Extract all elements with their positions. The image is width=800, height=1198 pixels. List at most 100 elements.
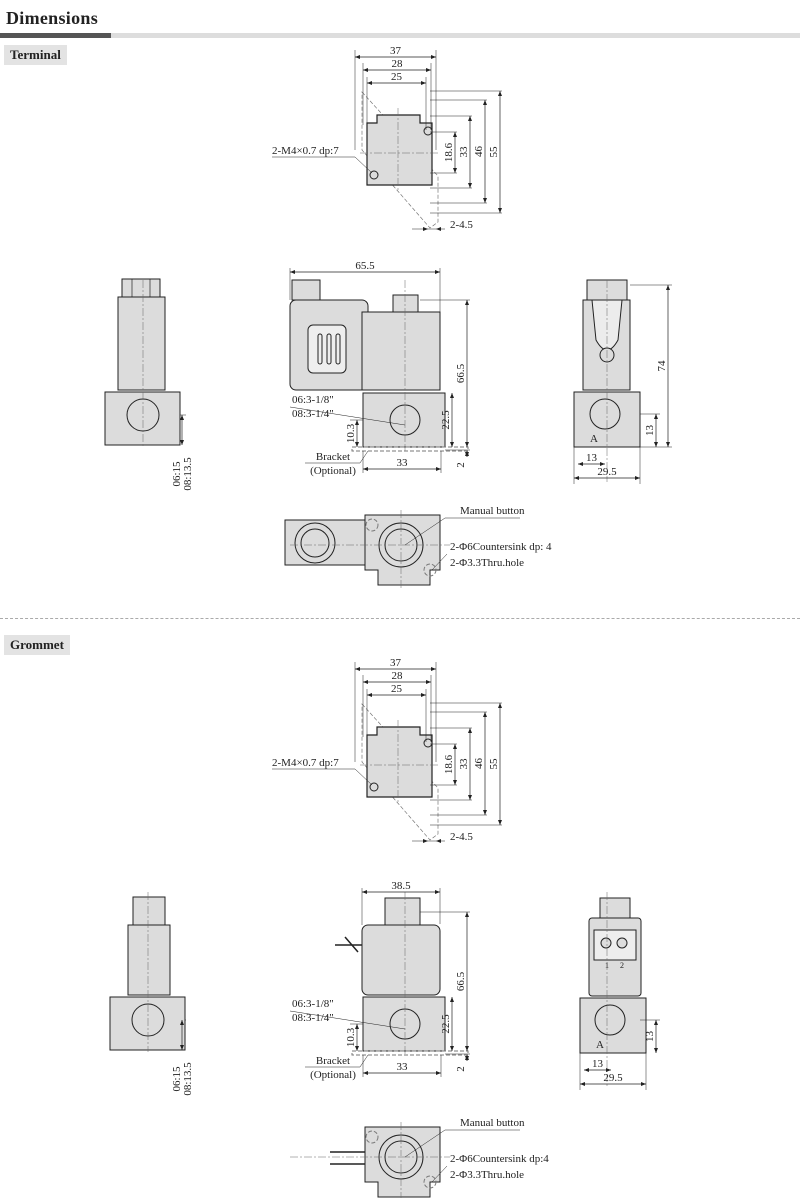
- port-circle: [594, 1004, 626, 1036]
- grommet-pin-2: 2: [620, 961, 624, 970]
- coil-body: [361, 311, 441, 391]
- arrowhead: [355, 667, 360, 671]
- arrowhead: [362, 890, 367, 894]
- terminal-dim-bracket-label: 2: [455, 462, 467, 468]
- terminal-thru-hole-label: 2-Φ3.3Thru.hole: [450, 557, 524, 569]
- arrowhead: [363, 467, 368, 471]
- line: [404, 517, 446, 546]
- arrowhead: [483, 810, 487, 815]
- arrowhead: [290, 270, 295, 274]
- arrowhead: [666, 442, 670, 447]
- arrowhead: [426, 680, 431, 684]
- grommet-dim-base-width: 33: [363, 1061, 441, 1075]
- arrowhead: [498, 208, 502, 213]
- arrowhead: [654, 1020, 658, 1025]
- line: [431, 1165, 448, 1183]
- terminal-port-mark-a: A: [590, 433, 598, 445]
- grommet-dim-25: 25: [367, 683, 426, 697]
- grommet-dim-height: 66.5: [455, 912, 469, 1051]
- bracket-dashed: [351, 446, 469, 452]
- terminal-dim-33-label: 33: [458, 146, 470, 158]
- arrowhead: [465, 452, 469, 457]
- terminal-dim-port-h-label: 13: [586, 452, 598, 464]
- grommet-dim-port-center-label: 10.3: [345, 1027, 357, 1047]
- arrowhead: [483, 198, 487, 203]
- grommet-slot-callout: 2-4.5: [450, 831, 473, 843]
- arrowhead: [355, 55, 360, 59]
- arrowhead: [654, 442, 658, 447]
- line: [344, 936, 359, 953]
- terminal-dim-25-label: 25: [391, 71, 403, 83]
- section-label-terminal: Terminal: [4, 45, 67, 65]
- line: [431, 553, 448, 571]
- arrowhead: [363, 68, 368, 72]
- terminal-slot: [317, 333, 323, 365]
- grommet-port-callout-06: 06:3-1/8": [292, 998, 334, 1010]
- grommet-countersink-label: 2-Φ6Countersink dp:4: [450, 1153, 549, 1165]
- arrowhead: [421, 693, 426, 697]
- terminal-dim-width-label: 29.5: [597, 466, 617, 478]
- grommet-dim-33: 33: [458, 728, 472, 800]
- arrowhead: [468, 183, 472, 188]
- arrowhead: [641, 1082, 646, 1086]
- grommet-dim-height-label: 66.5: [455, 971, 467, 991]
- section-label-grommet: Grommet: [4, 635, 70, 655]
- countersink-hole: [423, 1175, 437, 1189]
- terminal-port-callout-06: 06:3-1/8": [292, 394, 334, 406]
- arrowhead: [498, 820, 502, 825]
- terminal-slot: [335, 333, 341, 365]
- line: [289, 1010, 406, 1030]
- terminal-front-view: 06:3-1/8"08:3-1/4"Bracket(Optional): [289, 268, 470, 477]
- terminal-dim-25: 25: [367, 71, 426, 85]
- bracket-outline-dashed: [361, 703, 439, 841]
- arrowhead: [363, 1071, 368, 1075]
- arrowhead: [180, 415, 184, 420]
- terminal-top-view: 2-M4×0.7 dp:72-4.5: [272, 50, 502, 231]
- bracket-dashed: [351, 1050, 469, 1056]
- grommet-front-view: 06:3-1/8"08:3-1/4"Bracket(Optional): [289, 888, 470, 1081]
- grommet-right-view: 12A: [579, 892, 660, 1090]
- grommet-dim-18-6: 18.6: [443, 744, 457, 785]
- line: [359, 450, 369, 464]
- terminal-slot-callout: 2-4.5: [450, 219, 473, 231]
- grommet-dim-55: 55: [488, 703, 502, 825]
- arrowhead: [578, 462, 583, 466]
- arrowhead: [423, 227, 428, 231]
- coil-body: [117, 296, 166, 391]
- terminal-bracket-label: Bracket: [316, 451, 350, 463]
- grommet-dim-port-height: 22.5: [440, 997, 454, 1051]
- grommet-optional-label: (Optional): [310, 1069, 356, 1081]
- terminal-dim-height: 74: [656, 285, 670, 447]
- terminal-gland-inner: [300, 528, 330, 558]
- arrowhead: [436, 227, 441, 231]
- grommet-dim-left-port: [180, 1020, 184, 1050]
- terminal-dim-width-label: 65.5: [355, 260, 375, 272]
- arrowhead: [465, 912, 469, 917]
- grommet-left-dim-06: 06:15: [171, 1066, 183, 1092]
- terminal-dim-37: 37: [355, 45, 436, 59]
- terminal-dim-46-label: 46: [473, 146, 485, 158]
- arrowhead: [450, 442, 454, 447]
- arrowhead: [450, 393, 454, 398]
- arrowhead: [436, 1071, 441, 1075]
- valve-body-top: [366, 726, 433, 798]
- pin-socket: [616, 937, 628, 949]
- grommet-dim-width: 38.5: [362, 880, 440, 894]
- terminal-dim-base-width: 33: [363, 457, 441, 471]
- grommet-dim-port-h: 13: [584, 1058, 611, 1072]
- grommet-port-mark-a: A: [596, 1039, 604, 1051]
- arrowhead: [453, 132, 457, 137]
- grommet-dim-28: 28: [363, 670, 431, 684]
- terminal-dim-37-label: 37: [390, 45, 402, 57]
- nut-cap: [599, 897, 631, 919]
- arrowhead: [426, 68, 431, 72]
- nut-cap: [132, 896, 166, 926]
- coil-body: [127, 924, 171, 996]
- grommet-dim-37: 37: [355, 657, 436, 671]
- terminal-countersink-label: 2-Φ6Countersink dp: 4: [450, 541, 552, 553]
- terminal-manual-button-label: Manual button: [460, 505, 525, 517]
- terminal-dim-port-h: 13: [578, 452, 605, 466]
- grommet-dim-25-label: 25: [391, 683, 403, 695]
